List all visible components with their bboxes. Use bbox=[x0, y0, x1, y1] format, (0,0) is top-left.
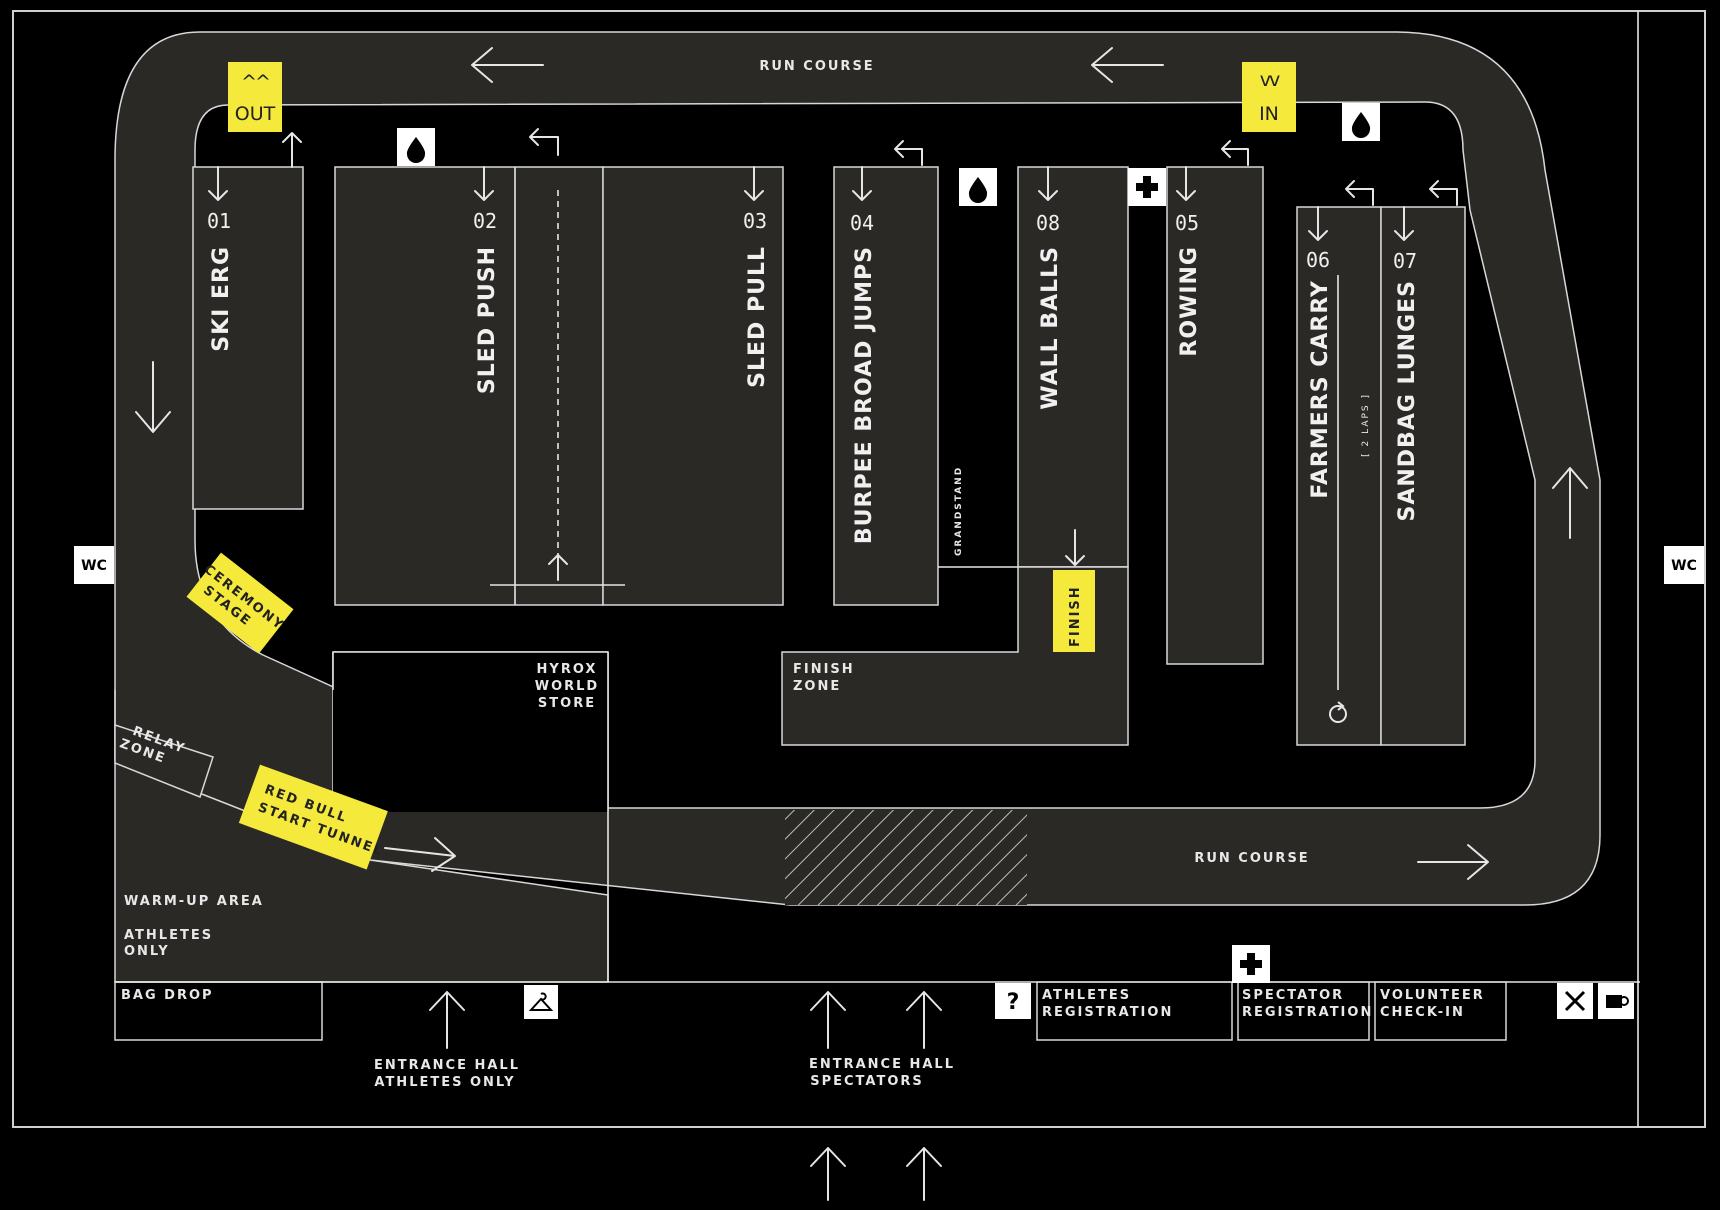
bag-drop-label: BAG DROP bbox=[121, 988, 214, 1003]
entrance-spectators-2: SPECTATORS bbox=[810, 1074, 924, 1089]
station-01-area bbox=[192, 166, 304, 510]
finish-zone-area bbox=[781, 566, 1129, 746]
water-drop-icon bbox=[397, 128, 435, 166]
entrance-spectators-1: ENTRANCE HALL bbox=[809, 1057, 955, 1072]
station-08-area bbox=[1017, 166, 1129, 568]
water-drop-icon bbox=[1342, 103, 1380, 141]
station-arrows bbox=[208, 128, 1458, 581]
station-06-number: 06 bbox=[1306, 248, 1330, 272]
athletes-only-2: ONLY bbox=[124, 944, 170, 959]
finish-zone-line-1: FINISH bbox=[793, 662, 855, 677]
grandstand-label: GRANDSTAND bbox=[954, 466, 964, 556]
station-02-name: SLED PUSH bbox=[475, 246, 500, 394]
station-07-area bbox=[1380, 206, 1466, 746]
station-01-number: 01 bbox=[207, 209, 231, 233]
station-07-number: 07 bbox=[1393, 249, 1417, 273]
entrance-athletes-2: ATHLETES ONLY bbox=[374, 1075, 515, 1090]
volunteer-checkin-area bbox=[1374, 981, 1507, 1041]
spectator-reg-2: REGISTRATION bbox=[1242, 1005, 1373, 1020]
out-sign bbox=[228, 62, 282, 132]
food-icon bbox=[1557, 983, 1593, 1019]
in-label: IN bbox=[1259, 103, 1279, 125]
athletes-reg-2: REGISTRATION bbox=[1042, 1005, 1173, 1020]
station-04-area bbox=[833, 166, 939, 606]
spectator-reg-1: SPECTATOR bbox=[1242, 988, 1344, 1003]
station-08-name: WALL BALLS bbox=[1038, 246, 1063, 410]
station-07-name: SANDBAG LUNGES bbox=[1395, 280, 1420, 522]
in-chevrons: vv bbox=[1260, 69, 1280, 91]
station-08-number: 08 bbox=[1036, 211, 1060, 235]
warmup-label: WARM-UP AREA bbox=[124, 894, 264, 909]
station-05-name: ROWING bbox=[1177, 246, 1202, 357]
station-05-number: 05 bbox=[1175, 211, 1199, 235]
store-line-1: HYROX bbox=[537, 662, 598, 677]
hatched-crossing bbox=[785, 810, 1027, 905]
volunteer-2: CHECK-IN bbox=[1380, 1005, 1465, 1020]
store-line-2: WORLD bbox=[535, 679, 599, 694]
start-tunnel: RED BULL START TUNNEL bbox=[238, 764, 388, 870]
athletes-only-1: ATHLETES bbox=[124, 928, 213, 943]
relay-zone-area bbox=[114, 723, 214, 798]
station-05-area bbox=[1166, 166, 1264, 665]
first-aid-icon bbox=[1232, 945, 1270, 983]
athletes-reg-1: ATHLETES bbox=[1042, 988, 1131, 1003]
station-02-number: 02 bbox=[473, 209, 497, 233]
coffee-icon bbox=[1598, 983, 1634, 1019]
question-icon: ? bbox=[995, 983, 1031, 1019]
spectator-registration-area bbox=[1237, 981, 1370, 1041]
station-06-area bbox=[1296, 206, 1382, 746]
station-04-number: 04 bbox=[850, 211, 874, 235]
out-chevrons: ^^ bbox=[241, 71, 269, 93]
wc-icon: WC bbox=[1664, 546, 1704, 584]
finish-zone-line-2: ZONE bbox=[793, 679, 841, 694]
water-drop-icon bbox=[959, 168, 997, 206]
run-course-bottom-label: RUN COURSE bbox=[1194, 851, 1309, 866]
station-03-number: 03 bbox=[743, 209, 767, 233]
volunteer-1: VOLUNTEER bbox=[1380, 988, 1485, 1003]
in-sign bbox=[1242, 62, 1296, 132]
wc-icon: WC bbox=[74, 546, 114, 584]
athletes-registration-area bbox=[1036, 981, 1233, 1041]
station-04-name: BURPEE BROAD JUMPS bbox=[852, 246, 877, 544]
course-arrows bbox=[135, 47, 1588, 1201]
station-01-name: SKI ERG bbox=[209, 246, 234, 352]
svg-text:?: ? bbox=[1007, 990, 1020, 1015]
run-course-top-label: RUN COURSE bbox=[759, 59, 874, 74]
entrance-athletes-1: ENTRANCE HALL bbox=[374, 1058, 520, 1073]
first-aid-icon bbox=[1128, 168, 1166, 206]
svg-text:WC: WC bbox=[81, 558, 107, 574]
hanger-icon bbox=[524, 985, 558, 1019]
station-06-name: FARMERS CARRY bbox=[1308, 280, 1333, 499]
refresh-icon bbox=[1329, 701, 1347, 723]
station-03-name: SLED PULL bbox=[745, 246, 770, 388]
station-02-area bbox=[334, 166, 604, 606]
finish-sign bbox=[1053, 570, 1095, 652]
store-line-3: STORE bbox=[538, 696, 596, 711]
station-03-area bbox=[602, 166, 784, 606]
farmers-laps-label: [ 2 LAPS ] bbox=[1361, 393, 1371, 457]
out-label: OUT bbox=[235, 103, 276, 125]
svg-text:WC: WC bbox=[1671, 558, 1697, 574]
finish-sign-label: FINISH bbox=[1068, 585, 1083, 647]
